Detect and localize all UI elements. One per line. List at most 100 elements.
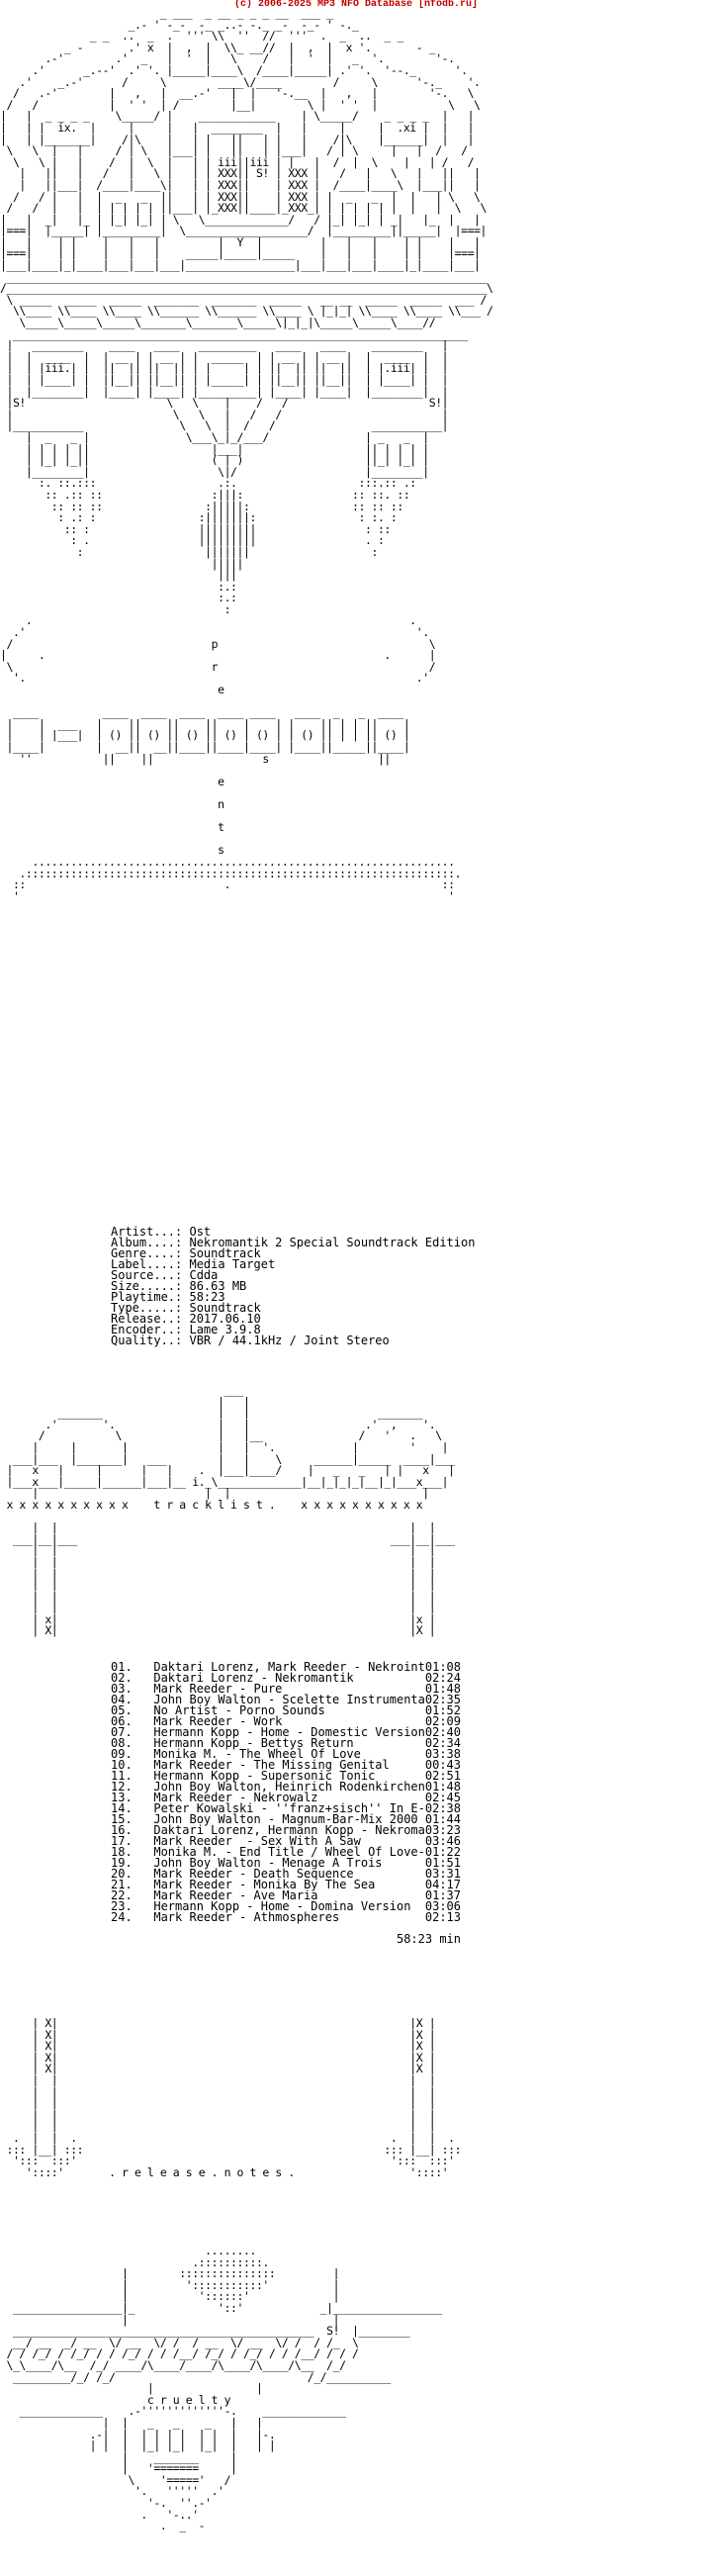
art-line: _.- ' -_- -_ _..- -._ _- -_- ' -._ xyxy=(128,17,359,32)
art-line: .-| | | | | | | | | |-. xyxy=(89,2427,276,2441)
art-line: / .-' | , | __.-' | | '-.__ | , | '-. \ xyxy=(12,86,475,101)
track-row: 18. Monika M. - End Title / Wheel Of Lov… xyxy=(111,1845,462,1859)
art-line: | | ___ | || || || | | | || | | || | xyxy=(6,716,410,731)
art-line: | | | | xyxy=(32,2084,436,2099)
art-line: n xyxy=(218,796,224,811)
art-line: .' '. | | .' , '. xyxy=(44,1417,436,1431)
art-line: /_______________________________________… xyxy=(0,281,493,296)
art-line: _________________|_ '::' _|_____________… xyxy=(12,2300,442,2315)
release-info-line: Source...: Cdda xyxy=(111,1268,219,1282)
art-line: \_____\_____\_____\_______\_______\_____… xyxy=(19,316,436,330)
art-line: .:::::::::::::::::::::::::::::::::::::::… xyxy=(19,866,462,880)
track-row: 16. Daktari Lorenz, Hermann Kopp - Nekro… xyxy=(111,1823,462,1837)
art-line: ___|___ |_______| ___ | | \ ______|_____… xyxy=(12,1451,455,1466)
art-line: | | | | xyxy=(32,2107,436,2122)
art-line: \ '=====' / xyxy=(128,2472,231,2487)
art-line: \ \ | | / | \ |___| | || | |___| / | \ |… xyxy=(6,143,468,158)
art-line: |____| | __|| __||____||____|____| |____… xyxy=(6,740,410,754)
art-line: / p \ xyxy=(6,636,436,651)
track-row: 01. Daktari Lorenz, Mark Reeder - Nekroi… xyxy=(111,1660,462,1674)
art-line: _ - .' x | , | \\_ __// | , | x '. - _ xyxy=(63,40,436,54)
art-line: | | | | || |___| || | | | | xyxy=(25,441,429,456)
release-info-line: Quality..: VBR / 44.1kHz / Joint Stereo xyxy=(111,1334,390,1347)
art-line: _ ___ _ __ _ _ _ __ ___ _ xyxy=(159,6,333,20)
art-line: | ':::::::::::' | xyxy=(121,2277,340,2292)
art-line: ||| xyxy=(218,568,237,583)
art-line: . | | . . | | . xyxy=(12,2130,455,2145)
art-line: .' _.-' / \ ____\/____ / \ '-._ '. xyxy=(19,74,481,89)
art-line: __/ __ _/ __ \/ __ \/ / / __ \/ __ \/ / … xyxy=(12,2335,359,2349)
art-line: / / /_/ / /_/ / / /_/ / / /__/ /_/ / /_/… xyxy=(6,2346,359,2361)
art-line: | | _ _ _ _ \_____/ | ____________ | \__… xyxy=(0,109,475,124)
art-line: _________/_/ /_/ /_/__________ xyxy=(12,2369,391,2384)
art-line: | | | | | '. | ' | xyxy=(32,1439,449,1454)
art-line: | | _ _ _ | | xyxy=(102,2415,263,2430)
art-line: | |________| |____| |____| |_________| |… xyxy=(6,384,449,399)
group-tag-row: ________________________________________… xyxy=(0,2324,410,2338)
art-line: | | |___| | () || () || () || () | () | … xyxy=(6,728,410,743)
art-line: '::::' xyxy=(409,2164,449,2179)
art-line: | x | | | | . |___|____/ | _ _ | | x | xyxy=(6,1463,455,1478)
track-row: 10. Mark Reeder - The Missing Genital 00… xyxy=(111,1758,462,1772)
tracklist: 01. Daktari Lorenz, Mark Reeder - Nekroi… xyxy=(111,1660,462,1945)
track-row: 14. Peter Kowalski - ''franz+sisch'' In … xyxy=(111,1801,462,1815)
track-row: 04. John Boy Walton - Scelette Instrumen… xyxy=(111,1693,462,1706)
art-line: .' '. xyxy=(12,625,429,640)
art-line: | | xyxy=(121,2312,340,2327)
track-row: 23. Hermann Kopp - Home - Domina Version… xyxy=(111,1899,462,1913)
art-line: '. ''''' .' xyxy=(134,2484,224,2499)
release-info: Artist...: Ost Album....: Nekromantik 2 … xyxy=(111,1226,475,1347)
release-info-line: Type.....: Soundtrack xyxy=(111,1301,261,1315)
art-line: | | | | xyxy=(32,1520,436,1535)
art-line: | '::::::' | xyxy=(121,2289,340,2304)
art-line: | \ \ | / / | xyxy=(6,407,449,421)
art-line: ||||| xyxy=(211,556,244,571)
ascii-art-top: _ ___ _ __ _ _ _ __ ___ _ _.- ' -_- -_ _… xyxy=(0,6,712,903)
release-info-line: Size.....: 86.63 MB xyxy=(111,1279,247,1293)
art-line: s xyxy=(218,843,224,858)
art-line: . _ - xyxy=(159,2519,206,2533)
art-line: |===| |_____| |_________| \_____________… xyxy=(0,224,487,238)
art-line: '. .' xyxy=(12,671,429,686)
track-row: 02. Daktari Lorenz - Nekromantik 02:24 xyxy=(111,1671,462,1685)
track-row: 15. John Boy Walton - Magnum-Bar-Mix 200… xyxy=(111,1812,462,1826)
art-line: :.: xyxy=(218,579,237,594)
art-line: '' || || s || xyxy=(19,751,391,766)
art-line: :: :: :: :|||||: :: :: :: xyxy=(50,499,404,513)
track-row: 03. Mark Reeder - Pure 01:48 xyxy=(111,1682,462,1696)
track-row: 07. Hermann Kopp - Home - Domestic Versi… xyxy=(111,1725,462,1739)
art-line: | | | | xyxy=(32,1486,429,1501)
tracklist-heading: t r a c k l i s t . xyxy=(153,1497,276,1512)
art-line: |________| \|/ |________| xyxy=(25,464,429,479)
art-line: ........ xyxy=(205,2244,256,2257)
art-line: .-' .' _ | ' | \ / | ' | _ '. '-. xyxy=(44,51,455,66)
art-line: | | | | xyxy=(32,2072,436,2087)
art-line: e xyxy=(218,774,224,788)
art-line: ___|__|___ ___|__|___ xyxy=(12,1531,455,1546)
ascii-art-bottom: | X| |X | | X| |X | | X| |X xyxy=(0,2017,712,2179)
track-row: 24. Mark Reeder - Athmospheres 02:13 xyxy=(111,1910,462,1924)
art-line: / / | | | | | | | ||___| |_XXX||____|_XX… xyxy=(6,201,487,216)
art-line: | | xyxy=(218,1394,250,1409)
art-line: | ________ ____ ____ _________ ____ ____… xyxy=(6,338,449,353)
art-line: x x x x x x x x x x xyxy=(301,1497,423,1512)
nfodb-credit-header: (c) 2006-2025 MP3 NFO Database [nfodb.ru… xyxy=(233,0,479,10)
release-info-line: Genre....: Soundtrack xyxy=(111,1246,261,1260)
track-row: 20. Mark Reeder - Death Sequence 03:31 xyxy=(111,1867,462,1881)
track-row: 12. John Boy Walton, Heinrich Rodenkirch… xyxy=(111,1780,462,1794)
art-line: \ r / xyxy=(6,659,436,674)
track-row: 13. Mark Reeder - Nekrowalz 02:45 xyxy=(111,1791,462,1804)
track-row: 06. Mark Reeder - Work 02:09 xyxy=(111,1714,462,1728)
art-line: | | | | xyxy=(32,1578,436,1593)
art-line: t xyxy=(218,820,224,835)
group-name-row: c r u e l t y xyxy=(0,2393,231,2407)
art-line: ________________________________________… xyxy=(12,326,468,341)
art-line: : . ||||||||| . : xyxy=(70,533,385,548)
art-line: | | | | xyxy=(32,1566,436,1581)
art-line: '::: :::' '::: :::' xyxy=(12,2154,455,2168)
release-info-line: Playtime.: 58:23 xyxy=(111,1290,225,1304)
art-line: . . xyxy=(25,613,416,628)
art-line: :. ::.::: .:. :::.:: .: xyxy=(38,476,416,491)
art-line: ' ' xyxy=(12,888,455,903)
art-line: \ \ | | / | \ | | | iii||iii | | | / | \… xyxy=(12,154,475,169)
